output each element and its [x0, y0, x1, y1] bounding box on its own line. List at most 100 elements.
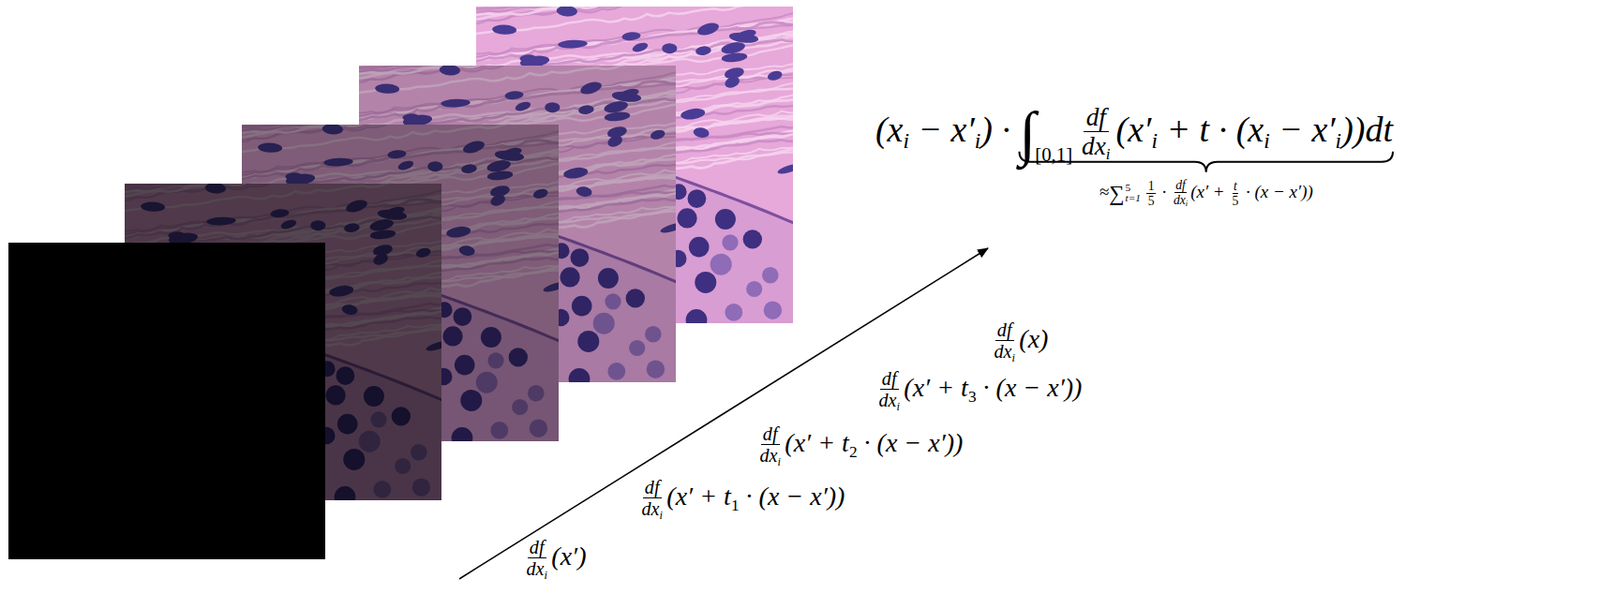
math-text: · (x − x′)): [1241, 181, 1314, 202]
upper-limit: 5: [1125, 182, 1142, 194]
math-text: dx: [525, 558, 544, 580]
math-text: (x′): [551, 541, 586, 571]
fraction: dfdxi: [876, 368, 902, 415]
integral-sign: ∫: [1019, 98, 1037, 168]
subscript: i: [658, 508, 662, 523]
math-text: (x): [1018, 324, 1048, 354]
math-text: df: [529, 537, 545, 558]
math-text: ))dt: [1341, 109, 1393, 150]
math-text: dx: [759, 445, 778, 466]
math-text: + t · (x: [1157, 109, 1264, 150]
denominator: 5: [1230, 194, 1241, 209]
math-text: (x: [875, 109, 904, 150]
numerator: df: [642, 477, 662, 499]
math-text: dx: [878, 389, 897, 411]
math-text: dx: [1081, 132, 1107, 161]
fraction: dfdxi: [1172, 178, 1190, 210]
numerator: df: [761, 423, 780, 446]
math-text: dx: [1173, 193, 1186, 208]
numerator: df: [527, 537, 547, 559]
math-text: 5: [1231, 194, 1239, 209]
math-text: (x′ + t: [666, 481, 732, 511]
fraction: dfdxi: [1078, 103, 1113, 165]
braced-term: ∫[0,1]dfdxi(x′i + t · (xi − x′i))dt: [1019, 109, 1394, 150]
gradient-label: dfdxi(x): [989, 319, 1048, 366]
fraction: dfdxi: [757, 423, 783, 470]
math-text: df: [762, 423, 778, 445]
denominator: dxi: [991, 341, 1017, 365]
numerator: df: [880, 368, 899, 390]
integral: ∫[0,1]: [1019, 98, 1074, 168]
gradient-label: dfdxi(x′): [522, 537, 587, 584]
gradient-label: dfdxi(x′ + t1 · (x − x′)): [637, 477, 845, 524]
riemann-approximation: ≈∑5t=115 · dfdxi(x′ + t5 · (x − x′)): [1099, 178, 1314, 210]
fraction: dfdxi: [991, 319, 1017, 366]
subscript: i: [1263, 128, 1271, 153]
subscript: i: [1335, 128, 1343, 153]
subscript: i: [1151, 128, 1158, 153]
math-text: dx: [993, 341, 1012, 362]
subscript: i: [1185, 198, 1188, 209]
math-text: dx: [641, 498, 659, 520]
baseline-image: [8, 242, 326, 560]
subscript: i: [896, 400, 899, 414]
math-text: (x′ + t: [903, 373, 969, 403]
limits: 5t=1: [1125, 182, 1142, 205]
subscript: 2: [849, 443, 858, 462]
numerator: df: [1174, 178, 1187, 194]
numerator: 1: [1146, 179, 1156, 195]
numerator: df: [1083, 103, 1109, 133]
numerator: t: [1232, 179, 1240, 195]
lower-limit: t=1: [1125, 193, 1142, 204]
math-text: df: [1086, 103, 1107, 132]
denominator: dxi: [639, 498, 665, 523]
fraction: dfdxi: [639, 477, 665, 524]
denominator: 5: [1146, 194, 1156, 209]
gradient-label: dfdxi(x′ + t2 · (x − x′)): [755, 423, 963, 470]
subscript: i: [1011, 351, 1015, 365]
math-text: df: [882, 368, 898, 389]
numerator: df: [995, 319, 1015, 342]
math-text: · (x − x′)): [976, 373, 1083, 403]
subscript: i: [974, 128, 982, 153]
math-text: ) ·: [980, 109, 1019, 150]
math-text: ·: [1157, 181, 1171, 202]
math-text: 1: [1148, 179, 1155, 194]
math-text: · (x − x′)): [739, 481, 846, 511]
subscript: i: [1106, 145, 1111, 164]
integral-limits: [0,1]: [1034, 143, 1073, 167]
subscript: i: [543, 568, 547, 583]
denominator: dxi: [1172, 193, 1190, 210]
math-text: · (x − x′)): [857, 428, 964, 458]
math-text: (x′ +: [1190, 181, 1229, 202]
fraction: t5: [1230, 179, 1241, 209]
summation: ∑5t=1: [1108, 180, 1141, 207]
math-text: (x′: [1116, 109, 1152, 150]
path-arrow: [459, 248, 988, 580]
fraction: dfdxi: [523, 537, 550, 584]
subscript: 1: [731, 496, 740, 515]
math-text: df: [1175, 178, 1186, 193]
fraction: 15: [1146, 179, 1156, 209]
denominator: dxi: [876, 389, 902, 414]
math-text: − x′: [909, 109, 975, 150]
subscript: i: [902, 128, 910, 153]
math-text: df: [644, 477, 660, 498]
math-text: 5: [1148, 194, 1155, 209]
sum-sign: ∑: [1108, 180, 1124, 207]
math-text: (x′ + t: [784, 428, 850, 458]
denominator: dxi: [1078, 132, 1113, 165]
image-stack: [8, 0, 805, 560]
math-text: ≈: [1099, 181, 1109, 202]
denominator: dxi: [523, 558, 550, 583]
math-text: df: [997, 319, 1013, 341]
subscript: 3: [968, 388, 977, 406]
attribution-formula: (xi − x′i) · ∫[0,1]dfdxi(x′i + t · (xi −…: [875, 98, 1393, 168]
math-text: − x′: [1270, 109, 1336, 150]
underbrace: [1019, 151, 1394, 173]
subscript: i: [777, 455, 780, 469]
math-text: t: [1233, 179, 1238, 194]
gradient-label: dfdxi(x′ + t3 · (x − x′)): [874, 368, 1082, 415]
